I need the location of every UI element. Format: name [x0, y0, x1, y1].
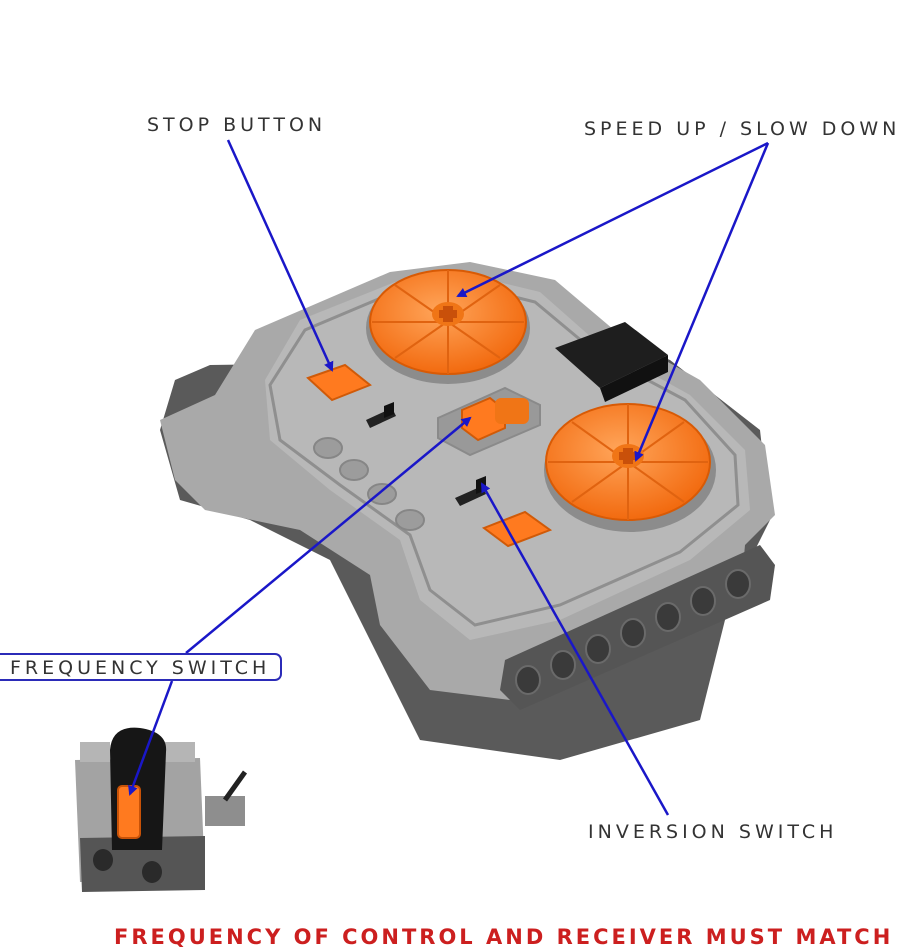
ir-receiver — [75, 727, 248, 892]
speed-dial-bottom[interactable] — [544, 403, 716, 532]
frequency-switch-knob[interactable] — [461, 396, 506, 442]
inversion-switch-label: INVERSION SWITCH — [588, 821, 838, 843]
frequency-switch-label: FREQUENCY SWITCH — [0, 653, 282, 681]
speed-label: SPEED UP / SLOW DOWN — [584, 118, 901, 140]
stop-button-bottom[interactable] — [481, 510, 553, 548]
callout-arrows — [128, 139, 770, 816]
stop-button-label: STOP BUTTON — [147, 114, 327, 136]
side-studs — [313, 437, 425, 531]
technic-beam — [500, 545, 775, 710]
speed-dial-top[interactable] — [366, 269, 530, 384]
arrow-frequency-receiver — [128, 680, 174, 796]
ir-sensor-block — [555, 322, 668, 388]
arrow-stop-button — [226, 139, 334, 372]
remote-controller — [160, 262, 775, 760]
arrow-frequency-remote — [185, 416, 472, 654]
arrow-inversion-switch — [480, 482, 670, 816]
arrow-speed-top — [456, 141, 769, 298]
footer-note: FREQUENCY OF CONTROL AND RECEIVER MUST M… — [114, 925, 894, 949]
inversion-switch-top[interactable] — [366, 402, 396, 428]
arrow-speed-bottom — [634, 142, 770, 462]
